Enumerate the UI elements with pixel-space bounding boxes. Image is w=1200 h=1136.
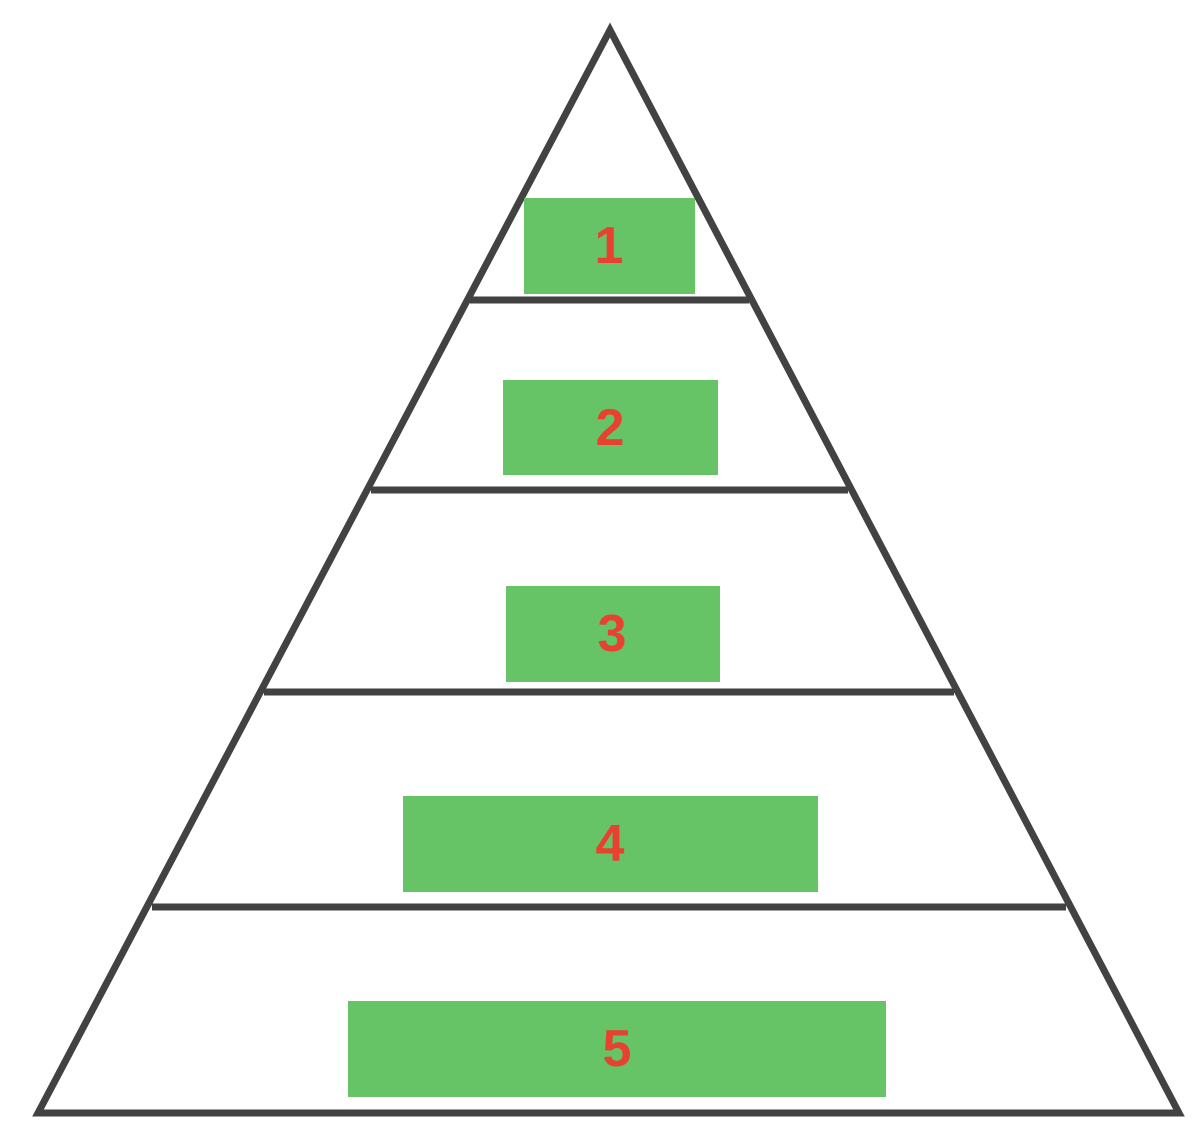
pyramid-outline: [32, 22, 1185, 1117]
level-box: [403, 796, 818, 892]
level-box: [348, 1001, 886, 1097]
level-number: 1: [595, 217, 624, 275]
level-box: [524, 198, 695, 294]
pyramid-level-5: 5: [348, 1001, 886, 1097]
level-number: 5: [603, 1020, 632, 1078]
level-box: [506, 586, 720, 682]
level-number: 3: [598, 605, 627, 663]
pyramid-level-4: 4: [403, 796, 818, 892]
level-box: [503, 380, 718, 475]
level-number: 2: [596, 399, 625, 457]
pyramid-level-3: 3: [506, 586, 720, 682]
level-number: 4: [596, 815, 625, 873]
pyramid-level-2: 2: [503, 380, 718, 475]
pyramid-level-1: 1: [524, 198, 695, 294]
